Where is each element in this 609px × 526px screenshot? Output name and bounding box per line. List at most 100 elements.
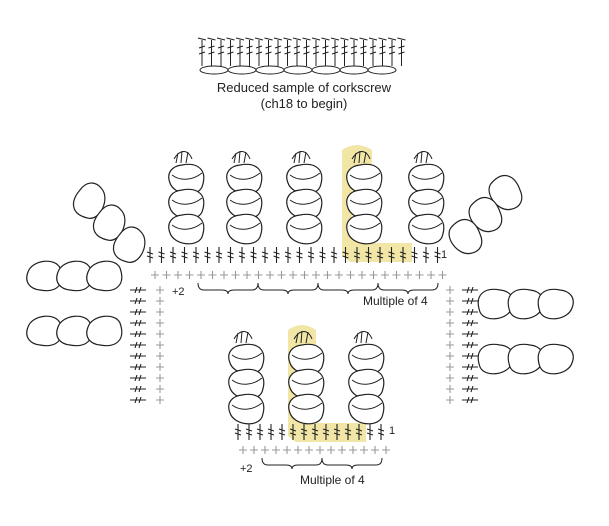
treble-stitch-icon (461, 341, 479, 349)
swatch-stitch (302, 37, 311, 66)
swatch-stitch (387, 37, 397, 66)
treble-stitch-icon (180, 246, 189, 264)
chain-stitch-icon (348, 445, 358, 455)
chain-stitch-icon (426, 270, 436, 280)
treble-stitch-icon (461, 308, 479, 316)
chain-stitch-icon (219, 270, 229, 280)
treble-stitch-icon (129, 319, 147, 327)
sample-title: Reduced sample of corkscrew (217, 80, 392, 95)
chain-stitch-icon (155, 395, 165, 405)
chain-stitch-icon (265, 270, 275, 280)
chain-stitch-icon (315, 445, 325, 455)
corkscrew-stitch-icon (537, 288, 574, 320)
treble-stitch-icon (366, 423, 374, 441)
treble-stitch-icon (169, 246, 177, 264)
chain-stitch-icon (155, 384, 165, 394)
top-plus-label: +2 (172, 286, 185, 298)
swatch-chain (311, 65, 341, 75)
swatch-chain (367, 65, 397, 75)
chain-stitch-icon (282, 445, 292, 455)
corkscrew-stitch-icon (169, 151, 204, 244)
chain-stitch-icon (368, 270, 379, 280)
treble-stitch-icon (461, 352, 479, 360)
swatch-stitch (273, 37, 283, 66)
top-corkscrew-columns (169, 151, 444, 244)
chain-stitch-icon (322, 270, 333, 280)
swatch-stitch (321, 37, 330, 66)
chain-stitch-icon (249, 445, 259, 455)
chain-stitch-icon (276, 270, 287, 280)
treble-stitch-icon (234, 423, 242, 441)
treble-stitch-icon (129, 286, 147, 294)
bottom-plus-label: +2 (240, 463, 253, 475)
treble-stitch-icon (203, 246, 212, 264)
chain-stitch-icon (288, 270, 298, 280)
chain-stitch-icon (334, 270, 344, 280)
top-row-marker: 1 (441, 249, 447, 261)
swatch-stitch (264, 37, 273, 66)
swatch-stitch (378, 37, 387, 66)
sample-subtitle: (ch18 to begin) (261, 96, 348, 111)
chain-stitch-icon (311, 270, 321, 280)
swatch-stitch (235, 37, 245, 66)
bottom-corkscrew-columns (229, 331, 384, 424)
chain-stitch-icon (155, 329, 165, 339)
treble-stitch-icon (422, 246, 430, 264)
swatch-stitch (283, 37, 292, 66)
chain-stitch-icon (304, 445, 314, 455)
bottom-brackets (261, 457, 383, 470)
treble-stitch-icon (256, 423, 264, 441)
swatch-stitch (359, 37, 368, 66)
treble-stitch-icon (129, 330, 147, 338)
chain-stitch-icon (260, 445, 270, 455)
corkscrew-stitch-icon (86, 315, 123, 347)
treble-stitch-icon (461, 374, 479, 382)
swatch-chain (283, 65, 313, 75)
chain-stitch-icon (437, 270, 448, 280)
chain-stitch-icon (337, 445, 347, 455)
treble-stitch-icon (245, 423, 253, 441)
chain-stitch-icon (345, 270, 356, 280)
chain-stitch-icon (403, 270, 413, 280)
treble-stitch-icon (146, 246, 154, 264)
treble-stitch-icon (129, 374, 147, 382)
swatch-chain (199, 65, 229, 75)
treble-stitch-icon (157, 246, 166, 264)
treble-stitch-icon (215, 246, 223, 264)
treble-stitch-icon (461, 396, 479, 404)
chain-stitch-icon (445, 285, 455, 295)
corkscrew-stitch-icon (227, 151, 262, 244)
treble-stitch-icon (129, 308, 147, 316)
swatch-chain (227, 65, 257, 75)
swatch-stitch (368, 37, 378, 66)
treble-stitch-icon (461, 297, 479, 305)
treble-stitch-icon (318, 246, 327, 264)
chain-stitch-icon (299, 270, 310, 280)
corkscrew-stitch-icon (86, 260, 123, 292)
treble-stitch-icon (461, 385, 479, 393)
chain-stitch-icon (155, 318, 165, 328)
chain-stitch-icon (445, 351, 455, 361)
treble-stitch-icon (129, 297, 147, 305)
chain-stitch-icon (445, 318, 455, 328)
treble-stitch-icon (410, 246, 419, 264)
swatch-chain (339, 65, 369, 75)
treble-stitch-icon (129, 396, 147, 404)
swatch-stitch (254, 37, 264, 66)
chain-stitch-icon (445, 373, 455, 383)
chain-stitch-icon (155, 307, 165, 317)
chain-stitch-icon (207, 270, 218, 280)
chain-stitch-icon (155, 351, 165, 361)
chain-stitch-icon (238, 445, 248, 455)
swatch-stitch (311, 37, 321, 66)
chain-stitch-icon (414, 270, 425, 280)
chain-stitch-icon (445, 329, 455, 339)
treble-stitch-icon (461, 330, 479, 338)
chain-stitch-icon (445, 384, 455, 394)
treble-stitch-icon (249, 246, 258, 264)
treble-stitch-icon (129, 385, 147, 393)
treble-stitch-icon (433, 246, 442, 264)
treble-stitch-icon (272, 246, 281, 264)
treble-stitch-icon (461, 286, 479, 294)
